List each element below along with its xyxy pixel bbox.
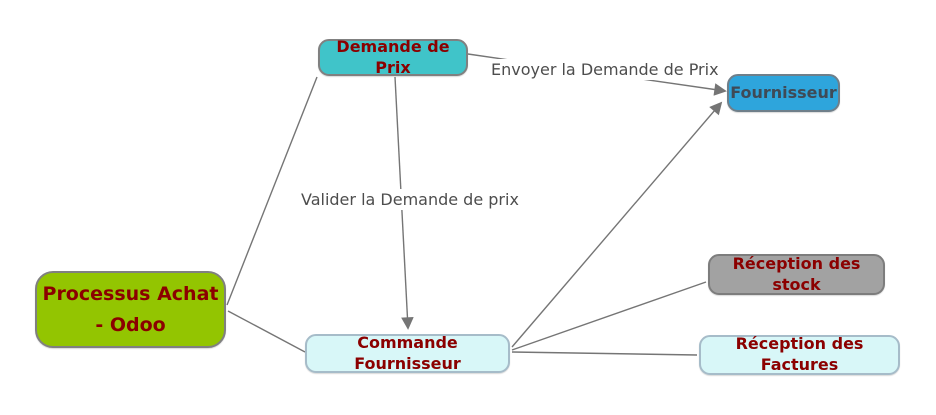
node-demande-de-prix: Demande de Prix (318, 36, 468, 77)
node-fournisseur: Fournisseur (727, 74, 840, 112)
edge-label-envoyer-demande-prix: Envoyer la Demande de Prix (488, 59, 722, 80)
node-label: Fournisseur (730, 82, 837, 102)
node-commande-fournisseur: Commande Fournisseur (305, 332, 510, 373)
node-label: Commande Fournisseur (354, 332, 461, 373)
edge-label-valider-demande-prix: Valider la Demande de prix (298, 189, 522, 210)
node-label: Réception des Factures (735, 334, 864, 374)
edge-commande-to-factures (511, 351, 698, 356)
node-reception-des-factures: Réception des Factures (699, 334, 900, 375)
edge-commande-to-stock (511, 281, 707, 351)
edge-commande-to-fournisseur (511, 101, 723, 348)
edge-processus-to-commande (227, 310, 306, 353)
node-label: Réception des stock (732, 253, 861, 294)
node-label: Processus Achat - Odoo (42, 283, 219, 336)
node-label: Demande de Prix (336, 36, 450, 77)
node-processus-achat-odoo: Processus Achat - Odoo (35, 271, 226, 348)
edge-processus-to-demande (226, 76, 318, 306)
node-reception-des-stock: Réception des stock (708, 254, 885, 295)
